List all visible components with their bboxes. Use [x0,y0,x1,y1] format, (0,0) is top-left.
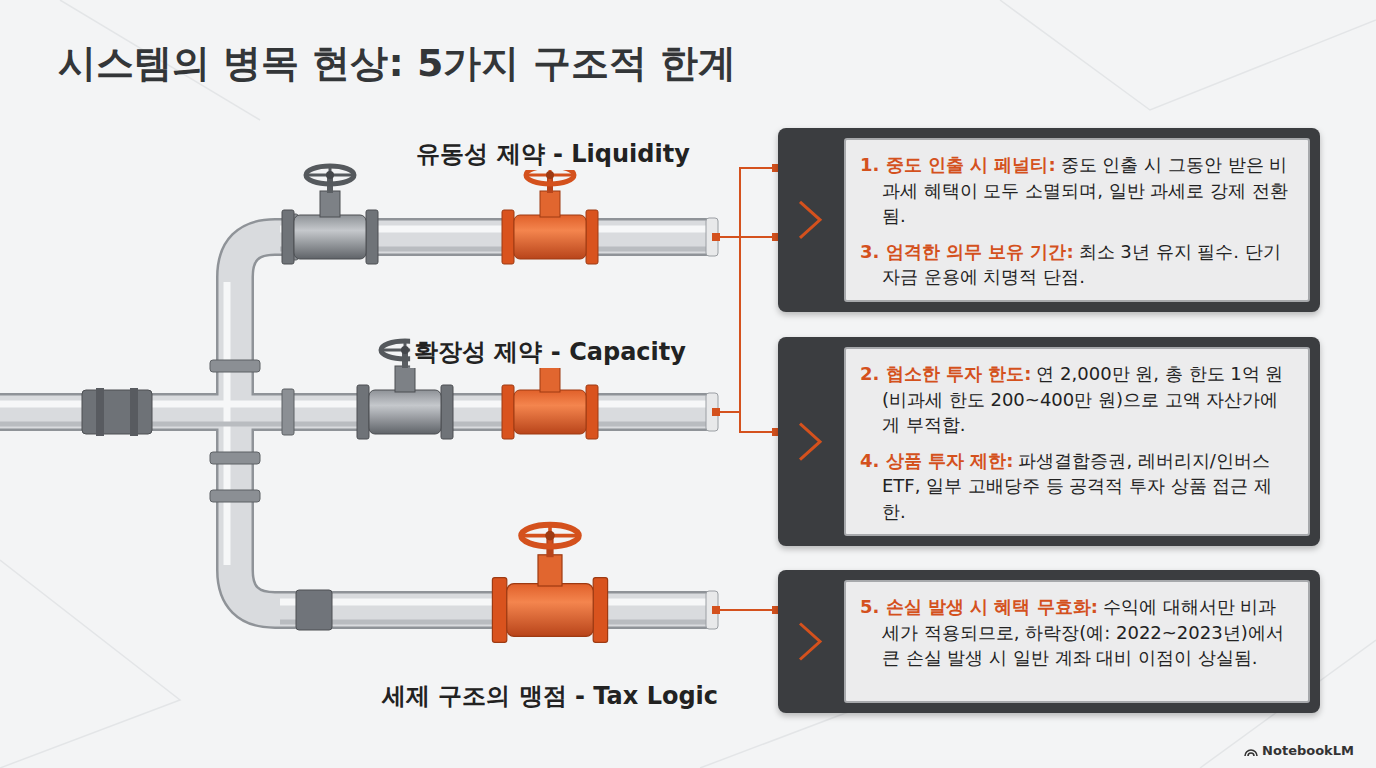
pipe-label: 확장성 제약 - Capacity [410,336,690,368]
item-heading: 2. 협소한 투자 한도: [860,363,1031,384]
callout-panel: 5. 손실 발생 시 혜택 무효화:수익에 대해서만 비과세가 적용되므로, 하… [844,580,1310,703]
title: 시스템의 병목 현상: 5가지 구조적 한계 [58,38,736,89]
leader-lines [718,237,778,610]
watermark-icon [1244,745,1258,757]
watermark-icon [1245,750,1257,756]
callout-box: 5. 손실 발생 시 혜택 무효화:수익에 대해서만 비과세가 적용되므로, 하… [778,570,1320,713]
watermark: NotebookLM [1244,743,1354,758]
chevron-icon [790,570,832,713]
list-item: 1. 중도 인출 시 페널티:중도 인출 시 그동안 받은 비과세 혜택이 모두… [860,152,1294,229]
connector-line [740,168,778,432]
pipe-couplings [296,590,332,630]
item-heading: 1. 중도 인출 시 페널티: [860,154,1056,175]
chevron-icon [800,202,820,238]
pipe-network [0,229,715,622]
leader-lines [718,236,778,238]
pipe-couplings [82,390,152,434]
watermark-text: NotebookLM [1262,743,1354,758]
pipe-couplings [210,490,260,502]
item-heading: 4. 상품 투자 제한: [860,450,1013,471]
pipe-network [0,249,712,622]
callout-panel: 2. 협소한 투자 한도:연 2,000만 원, 총 한도 1억 원 (비과세 … [844,347,1310,536]
callout-panel: 1. 중도 인출 시 페널티:중도 인출 시 그동안 받은 비과세 혜택이 모두… [844,138,1310,302]
valves [282,166,608,642]
list-item: 5. 손실 발생 시 혜택 무효화:수익에 대해서만 비과세가 적용되므로, 하… [860,594,1294,671]
leader-dots [712,164,780,614]
pipe-network [0,229,712,602]
list-item: 4. 상품 투자 제한:파생결합증권, 레버리지/인버스 ETF, 일부 고배당… [860,448,1294,525]
valves [502,166,598,264]
valves [282,166,378,264]
pipe-label: 세제 구조의 맹점 - Tax Logic [378,680,722,712]
leader-dots [712,606,720,614]
chevron-icon [790,128,832,312]
leader-dots [712,408,720,416]
chevron-icon [800,424,820,460]
callout-box: 1. 중도 인출 시 페널티:중도 인출 시 그동안 받은 비과세 혜택이 모두… [778,128,1320,312]
pipe-couplings [130,388,138,436]
valves [492,525,607,643]
leader-dots [712,233,720,241]
pipe-couplings [210,452,260,464]
list-item: 2. 협소한 투자 한도:연 2,000만 원, 총 한도 1억 원 (비과세 … [860,361,1294,438]
pipe-couplings [282,389,294,435]
chevron-icon [790,337,832,546]
background-lines [0,560,180,768]
item-heading: 5. 손실 발생 시 혜택 무효화: [860,596,1098,617]
leader-lines [718,609,778,611]
background-lines [1000,0,1376,110]
pipe-couplings [96,388,104,436]
leader-lines [718,411,740,413]
pipe-couplings [210,360,260,372]
list-item: 3. 엄격한 의무 보유 기간:최소 3년 유지 필수. 단기 자금 운용에 치… [860,239,1294,290]
chevron-icon [800,624,820,660]
pipe-label: 유동성 제약 - Liquidity [412,138,694,170]
pipe-couplings [82,214,718,630]
item-heading: 3. 엄격한 의무 보유 기간: [860,241,1074,262]
callout-box: 2. 협소한 투자 한도:연 2,000만 원, 총 한도 1억 원 (비과세 … [778,337,1320,546]
